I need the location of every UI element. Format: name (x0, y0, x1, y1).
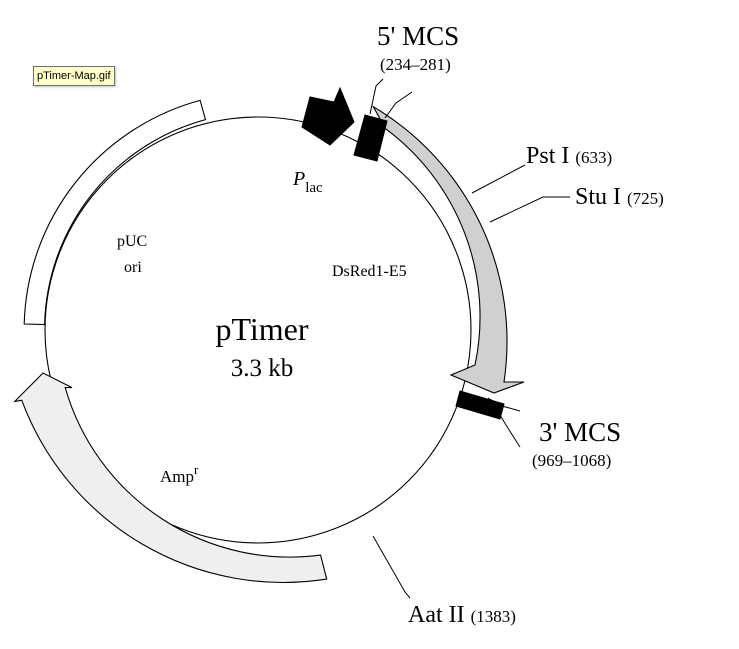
psti-name: Pst I (526, 143, 569, 169)
stui-name: Stu I (575, 184, 621, 210)
ampr-label-base: Amp (160, 467, 194, 486)
mcs3-name: 3' MCS (539, 417, 621, 447)
mcs3-block (455, 390, 505, 420)
mcs5-leader-right (384, 91, 413, 119)
plac-promoter (301, 86, 355, 146)
mcs5-leader-left (369, 78, 384, 115)
dsred-arrow (371, 105, 525, 394)
puc-label-line1: pUC (117, 233, 147, 250)
plac-label: Plac (292, 168, 323, 196)
puc-label-line2: ori (124, 259, 142, 276)
mcs5-name: 5' MCS (377, 21, 459, 51)
stui-pos: (725) (627, 189, 664, 208)
filename-tooltip: pTimer-Map.gif (33, 66, 115, 86)
ampr-label: Ampr (160, 462, 199, 486)
stui-site-label: Stu I (725) (575, 184, 664, 210)
mcs3-range: (969–1068) (532, 451, 611, 470)
mcs5-range: (234–281) (380, 55, 451, 74)
dsred-label: DsRed1-E5 (332, 263, 407, 280)
mcs5-block (353, 114, 388, 162)
psti-leader (471, 164, 526, 194)
stui-leader (489, 196, 570, 223)
aatii-name: Aat II (408, 602, 465, 628)
ampr-arrow (13, 372, 328, 584)
plasmid-backbone (44, 116, 472, 544)
aatii-pos: (1383) (471, 607, 516, 626)
aatii-leader (372, 535, 411, 599)
mcs3-leader-left (487, 397, 521, 412)
plasmid-size: 3.3 kb (231, 355, 294, 382)
psti-pos: (633) (575, 148, 612, 167)
mcs3-leader-right (499, 414, 521, 448)
aatii-site-label: Aat II (1383) (408, 602, 516, 628)
puc-ori-region (23, 99, 207, 326)
plac-label-p: P (292, 168, 305, 190)
ampr-label-sup: r (194, 462, 199, 477)
psti-site-label: Pst I (633) (526, 143, 612, 169)
plasmid-name: pTimer (215, 311, 308, 347)
plac-label-sub: lac (305, 180, 323, 196)
